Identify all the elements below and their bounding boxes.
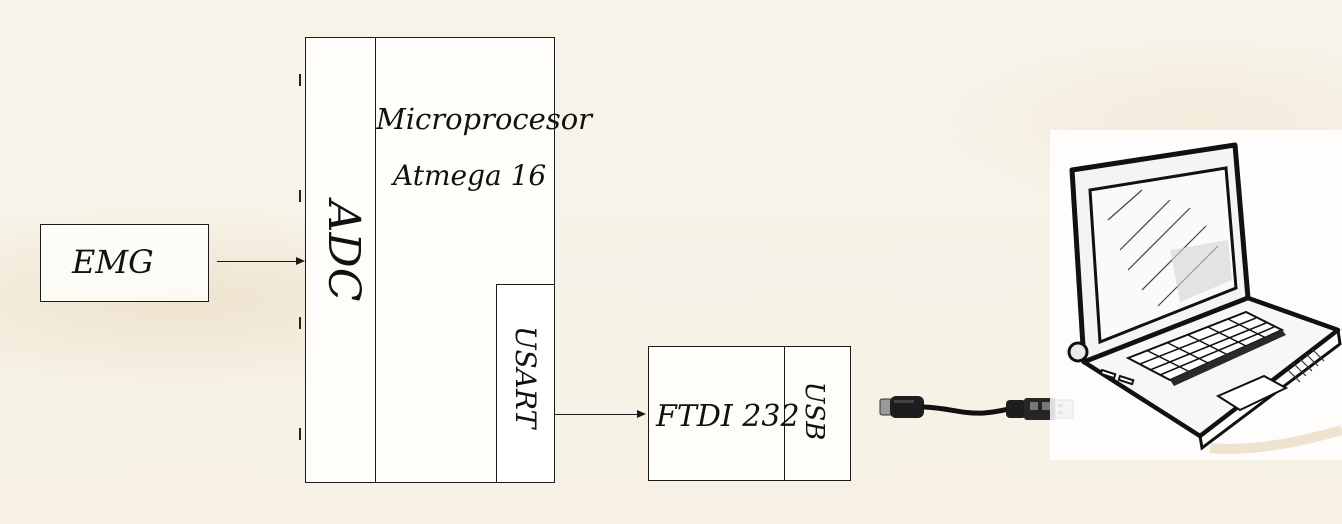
adc-label: ADC: [318, 181, 368, 321]
emg-to-adc-arrowhead: [296, 257, 305, 265]
usb-label: USB: [799, 375, 829, 447]
adc-input-tick: [299, 74, 301, 86]
adc-input-tick: [299, 317, 301, 329]
emg-label: EMG: [72, 243, 154, 281]
usart-label: USART: [508, 317, 542, 437]
adc-input-tick: [299, 190, 301, 202]
microprocessor-model-label: Atmega 16: [393, 159, 546, 192]
ftdi-label: FTDI 232: [656, 399, 800, 434]
adc-input-tick: [299, 428, 301, 440]
usart-to-ftdi-arrowhead: [637, 410, 646, 418]
emg-to-adc-arrow: [217, 261, 297, 262]
microprocessor-label: Microprocesor: [376, 102, 592, 136]
usart-to-ftdi-arrow: [555, 414, 638, 415]
laptop-icon: [1050, 130, 1342, 460]
